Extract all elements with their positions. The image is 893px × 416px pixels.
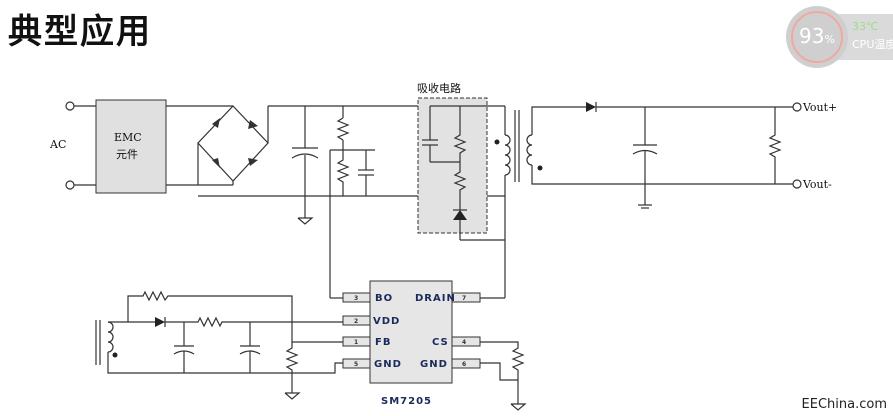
pin-number: 1 (354, 339, 358, 346)
aux-winding-circuit (95, 290, 343, 400)
cpu-temp-label: CPU温度 (852, 38, 893, 51)
pin-label-drain: DRAIN (415, 293, 456, 304)
cpu-monitor-widget[interactable]: 93% 33℃ CPU温度 (786, 6, 893, 70)
snubber-label: 吸收电路 (417, 81, 461, 95)
pin-number: 2 (354, 318, 358, 325)
percent-unit: % (824, 33, 835, 46)
usage-gauge: 93% (786, 6, 848, 68)
chip-label: SM7205 (381, 396, 432, 407)
pin-number: 6 (462, 361, 466, 368)
pin-number: 4 (462, 339, 466, 346)
vout-plus-label: Vout+ (802, 101, 837, 114)
pin-label-fb: FB (375, 337, 391, 348)
watermark: EEChina.com (801, 397, 887, 412)
emc-block: EMC 元件 (95, 99, 167, 194)
snubber-block: 吸收电路 (417, 81, 505, 241)
pin-label-vdd: VDD (373, 316, 400, 327)
bridge-rectifier (166, 105, 418, 186)
bo-resistor-network (329, 106, 375, 299)
pin-label-gnd: GND (374, 359, 402, 370)
pin-label-bo: BO (375, 293, 393, 304)
cpu-temperature: 33℃ (852, 20, 879, 33)
ac-input: AC (49, 101, 96, 190)
transformer (494, 106, 793, 298)
usage-percent: 93 (799, 24, 825, 48)
bulk-capacitor (291, 106, 319, 225)
pin-number: 5 (354, 361, 358, 368)
vout-minus-label: Vout- (802, 178, 832, 191)
pin-number: 7 (462, 295, 466, 302)
output-stage: Vout+ Vout- (586, 101, 837, 209)
pin-label-cs: CS (432, 337, 449, 348)
pin-number: 3 (354, 295, 358, 302)
pin-label-gnd: GND (420, 359, 448, 370)
emc-sublabel: 元件 (116, 148, 138, 161)
sm7205-chip: 3 2 1 5 7 4 6 BO VDD FB GND DRAIN CS GND… (342, 280, 527, 411)
ac-label: AC (49, 138, 66, 151)
emc-label: EMC (114, 131, 142, 144)
page-title: 典型应用 (8, 12, 152, 52)
